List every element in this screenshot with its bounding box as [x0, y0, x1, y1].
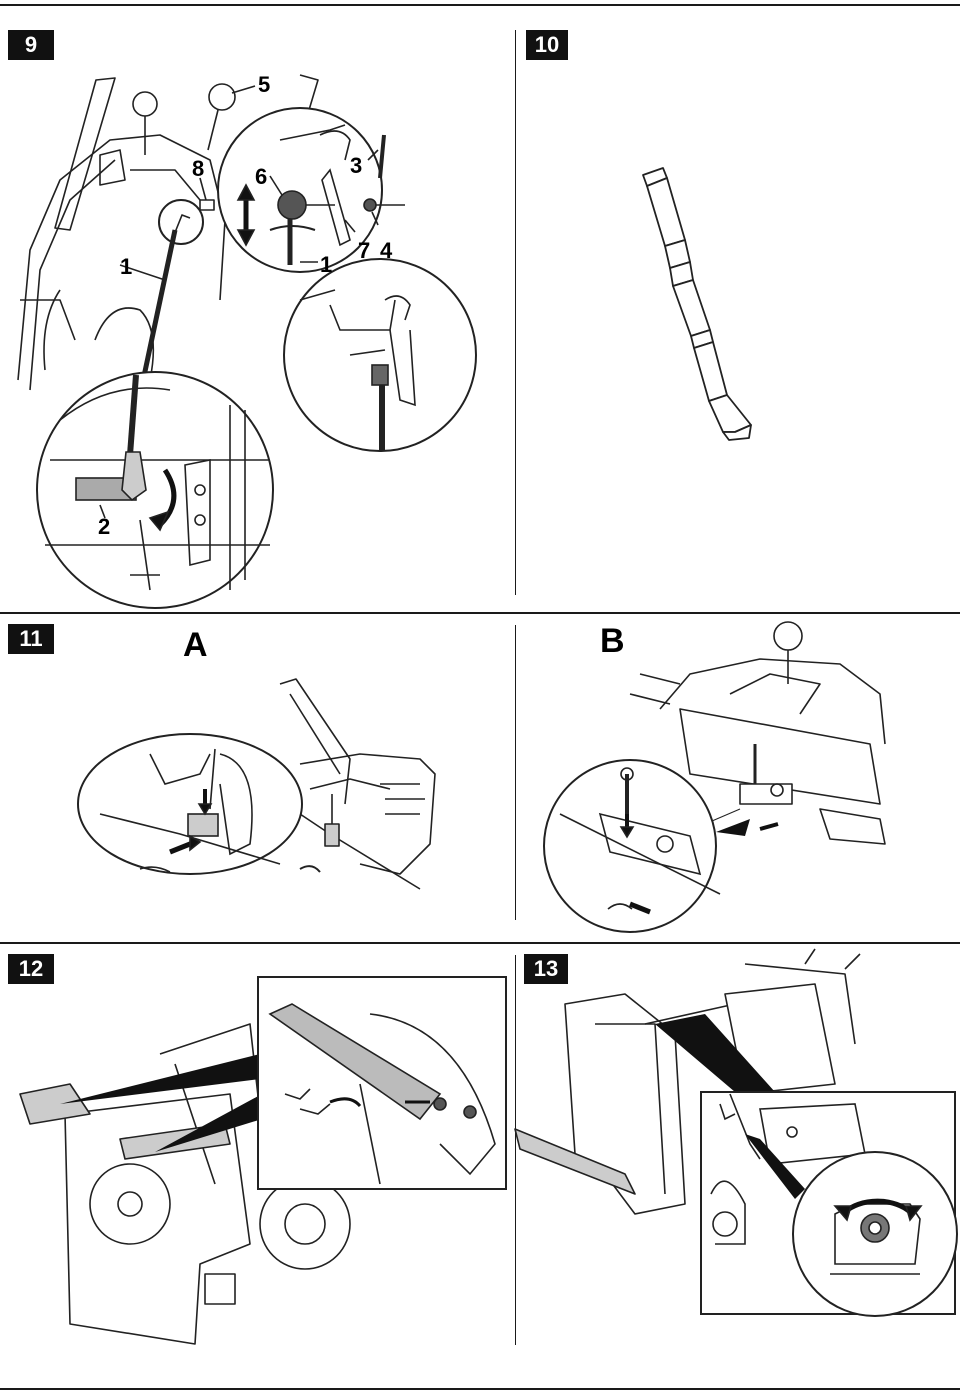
figure-10-illustration: [642, 167, 752, 441]
panel-b-label: B: [600, 622, 625, 660]
figure-11-badge: 11: [8, 624, 54, 654]
figure-13-badge: 13: [524, 954, 568, 984]
figure-9-callout-1-detail: 1: [320, 252, 333, 277]
figure-9-callout-2: 2: [98, 514, 111, 539]
divider-row-2: [0, 942, 960, 944]
figure-9-callout-7: 7: [358, 238, 371, 263]
figure-9-callout-6: 6: [255, 164, 268, 189]
figure-9-illustration: [17, 74, 477, 609]
vertical-divider-12-13: [515, 955, 516, 1345]
top-rule: [0, 4, 960, 6]
figure-9-callout-3: 5: [258, 72, 271, 97]
figure-12-badge: 12: [8, 954, 54, 984]
figure-9-callout-1: 1: [120, 254, 133, 279]
figure-13-illustration: [514, 948, 958, 1317]
divider-row-1: [0, 612, 960, 614]
panel-a-label: A: [183, 626, 208, 664]
figure-12-illustration: [19, 976, 507, 1345]
figure-9-badge: 9: [8, 30, 54, 60]
vertical-divider-11: [515, 625, 516, 920]
figure-9-callout-4: 3: [350, 153, 363, 178]
figure-9-callout-8: 8: [192, 156, 205, 181]
bottom-rule: [0, 1388, 960, 1390]
figure-10-badge: 10: [526, 30, 568, 60]
vertical-divider-9-10: [515, 30, 516, 595]
figure-9-callout-5: 4: [380, 238, 393, 263]
figure-11-illustration: [77, 621, 886, 933]
